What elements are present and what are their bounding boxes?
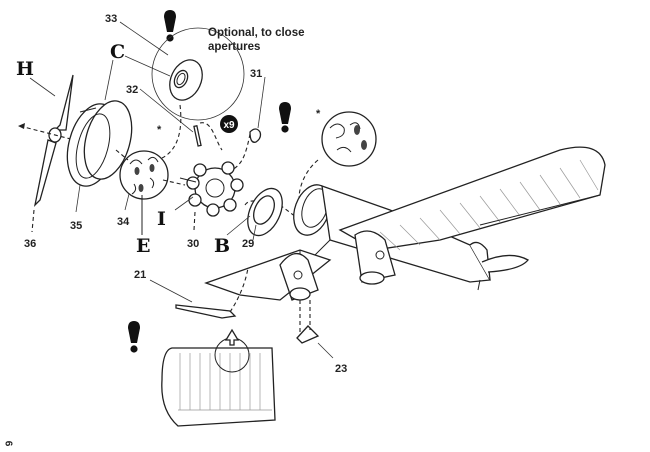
step-letter-b: B xyxy=(214,235,230,257)
part-number-32: 32 xyxy=(126,84,138,96)
step-letter-c: C xyxy=(110,41,125,63)
airplane-main-wing xyxy=(338,146,606,251)
warning-exclamation-icon xyxy=(128,321,140,353)
asterisk-marker: * xyxy=(157,124,162,136)
propeller-part xyxy=(18,74,99,207)
wing-underside-detail xyxy=(161,328,276,427)
step-letter-e: E xyxy=(136,235,150,257)
quantity-badge-text: x9 xyxy=(223,120,235,131)
page-number: 6 xyxy=(2,440,14,447)
landing-gear-fairing-right xyxy=(354,230,396,285)
part-number-36: 36 xyxy=(24,238,36,250)
part-number-31: 31 xyxy=(250,68,262,80)
cowl-detail-circle xyxy=(321,111,377,167)
optional-detail-circle xyxy=(151,27,245,121)
cowling-ring-part xyxy=(66,100,133,187)
part-number-29: 29 xyxy=(242,238,254,250)
warning-exclamation-icon xyxy=(279,102,291,133)
part-number-23: 23 xyxy=(335,363,347,375)
note-text-line1: Optional, to close xyxy=(208,27,304,39)
warning-exclamation-icon xyxy=(164,10,176,42)
step-letter-i: I xyxy=(157,208,166,230)
rod-part-32 xyxy=(193,125,202,147)
cowl-front-part xyxy=(119,150,169,200)
radial-engine-part xyxy=(179,161,244,217)
step-letter-h: H xyxy=(16,58,34,80)
ring-part-29 xyxy=(247,187,283,237)
part-number-33: 33 xyxy=(105,13,117,25)
exhaust-part-31 xyxy=(249,128,262,143)
landing-gear-fairing-left xyxy=(279,253,319,301)
part-number-21: 21 xyxy=(134,269,146,281)
part-number-34: 34 xyxy=(117,216,130,228)
quantity-badge: x9 xyxy=(220,115,238,133)
part-number-30: 30 xyxy=(187,238,199,250)
wheel-cover-part-23 xyxy=(296,325,320,344)
strut-part-21 xyxy=(175,304,237,319)
asterisk-marker: * xyxy=(316,108,321,120)
note-text-line2: apertures xyxy=(208,41,260,53)
part-number-35: 35 xyxy=(70,220,82,232)
